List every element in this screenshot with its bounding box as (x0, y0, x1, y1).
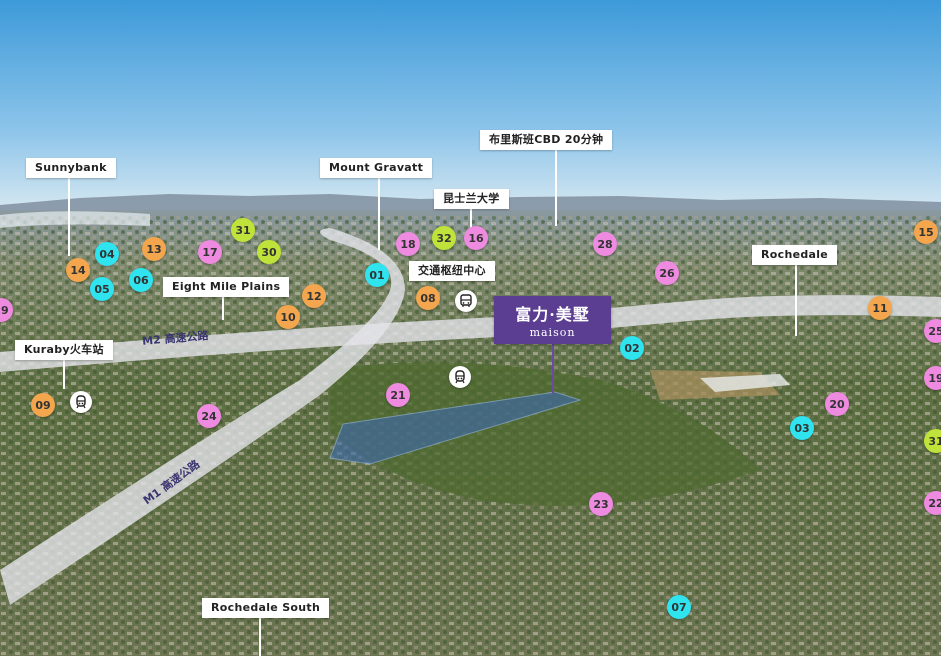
poi-marker[interactable]: 26 (655, 261, 679, 285)
poi-marker[interactable]: 13 (142, 237, 166, 261)
project-name-cn: 富力·美墅 (515, 305, 590, 324)
leader-eight-mile-plains (222, 292, 224, 320)
poi-marker[interactable]: 21 (386, 383, 410, 407)
poi-marker[interactable]: 22 (924, 491, 941, 515)
poi-marker[interactable]: 11 (868, 296, 892, 320)
poi-marker[interactable]: 28 (593, 232, 617, 256)
poi-marker[interactable]: 14 (66, 258, 90, 282)
poi-marker[interactable]: 20 (825, 392, 849, 416)
poi-marker[interactable]: 25 (924, 319, 941, 343)
label-rochedale-south: Rochedale South (202, 598, 330, 618)
poi-marker[interactable]: 06 (129, 268, 153, 292)
leader-uq (470, 205, 472, 237)
poi-marker[interactable]: 32 (432, 226, 456, 250)
poi-marker[interactable]: 15 (914, 220, 938, 244)
poi-marker[interactable]: 01 (365, 263, 389, 287)
poi-marker[interactable]: 31 (231, 218, 255, 242)
poi-marker[interactable]: 18 (396, 232, 420, 256)
poi-marker[interactable]: 17 (198, 240, 222, 264)
label-sunnybank: Sunnybank (26, 158, 116, 178)
poi-marker[interactable]: 10 (276, 305, 300, 329)
poi-marker[interactable]: 23 (589, 492, 613, 516)
label-transport-hub: 交通枢纽中心 (409, 261, 495, 281)
label-eight-mile-plains: Eight Mile Plains (163, 277, 290, 297)
poi-marker[interactable]: 02 (620, 336, 644, 360)
poi-marker[interactable]: 07 (667, 595, 691, 619)
poi-marker[interactable]: 08 (416, 286, 440, 310)
leader-rochedale-south (259, 614, 261, 656)
poi-marker[interactable]: 30 (257, 240, 281, 264)
poi-marker[interactable]: 24 (197, 404, 221, 428)
leader-sunnybank (68, 174, 70, 256)
train-icon (70, 391, 92, 413)
poi-marker[interactable]: 12 (302, 284, 326, 308)
project-sign: 富力·美墅 maison (494, 296, 611, 344)
poi-marker[interactable]: 05 (90, 277, 114, 301)
leader-kuraby (63, 355, 65, 389)
label-kuraby-station: Kuraby火车站 (15, 340, 113, 360)
poi-marker[interactable]: 09 (31, 393, 55, 417)
poi-marker[interactable]: 19 (924, 366, 941, 390)
poi-marker[interactable]: 29 (0, 298, 13, 322)
label-rochedale: Rochedale (752, 245, 838, 265)
label-uq: 昆士兰大学 (434, 189, 509, 209)
poi-marker[interactable]: 31 (924, 429, 941, 453)
poi-marker[interactable]: 16 (464, 226, 488, 250)
train-icon (449, 366, 471, 388)
poi-marker[interactable]: 03 (790, 416, 814, 440)
project-name-en: maison (529, 326, 576, 339)
leader-mount-gravatt (378, 174, 380, 250)
label-mount-gravatt: Mount Gravatt (320, 158, 433, 178)
bus-icon (455, 290, 477, 312)
leader-cbd (555, 146, 557, 226)
label-brisbane-cbd: 布里斯班CBD 20分钟 (480, 130, 613, 150)
leader-rochedale (795, 261, 797, 336)
poi-marker[interactable]: 04 (95, 242, 119, 266)
